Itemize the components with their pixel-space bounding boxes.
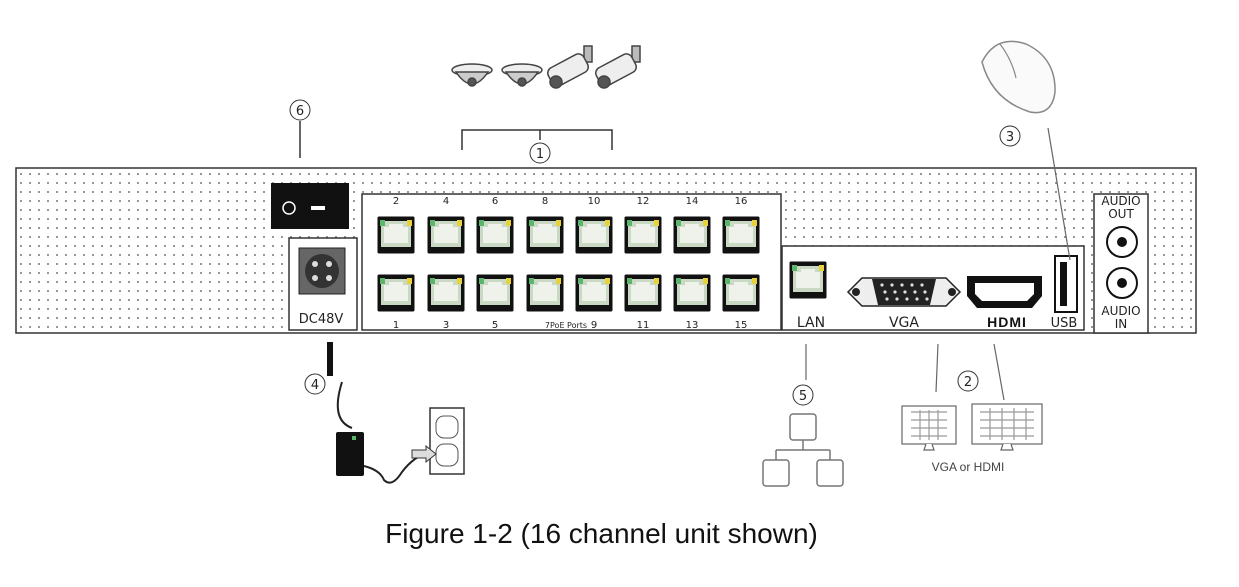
callout-1 — [529, 142, 551, 164]
poe-port-number: 4 — [443, 196, 449, 207]
poe-port-number: 16 — [735, 196, 748, 207]
poe-port — [427, 216, 465, 254]
poe-port-number: 1 — [393, 320, 399, 331]
poe-port — [722, 274, 760, 312]
poe-port — [476, 274, 514, 312]
poe-port-number: 13 — [686, 320, 699, 331]
poe-port-block — [361, 193, 782, 331]
callout-6-text: 6 — [296, 104, 304, 119]
callout-1-text: 1 — [536, 147, 544, 162]
poe-port — [377, 274, 415, 312]
dome-camera-icon — [451, 63, 493, 87]
poe-port-number: 10 — [588, 196, 601, 207]
usb-port — [1054, 255, 1078, 313]
poe-port-number: 14 — [686, 196, 699, 207]
callout-2-text: 2 — [964, 375, 972, 390]
power-adapter-icon — [336, 432, 431, 484]
hdmi-port — [967, 276, 1042, 308]
poe-port-number: 12 — [637, 196, 650, 207]
vga-port — [846, 277, 962, 307]
poe-port-number: 2 — [393, 196, 399, 207]
poe-port — [526, 274, 564, 312]
callout-3-text: 3 — [1006, 130, 1014, 145]
wall-outlet-icon — [411, 407, 465, 475]
audio-out-jack — [1106, 226, 1138, 258]
poe-port-number: 6 — [492, 196, 498, 207]
poe-port-number: 8 — [542, 196, 548, 207]
network-icon — [762, 413, 844, 487]
poe-port — [377, 216, 415, 254]
callout-5 — [792, 384, 814, 406]
power-cable — [336, 381, 353, 429]
callout-5-text: 5 — [799, 389, 807, 404]
poe-port — [476, 216, 514, 254]
poe-port — [722, 216, 760, 254]
figure-caption: Figure 1-2 (16 channel unit shown) — [385, 518, 818, 549]
poe-port-number: 5 — [492, 320, 498, 331]
dome-camera-icon — [501, 63, 543, 87]
dc48v-label: DC48V — [299, 312, 344, 327]
callout-6 — [289, 99, 311, 121]
poe-port-number: 3 — [443, 320, 449, 331]
poe-port — [575, 274, 613, 312]
camera-bracket — [461, 129, 613, 150]
callout-4 — [304, 373, 326, 395]
poe-port — [673, 216, 711, 254]
monitor-icon — [901, 405, 957, 451]
mouse-cable — [1047, 127, 1071, 261]
callout-3 — [999, 125, 1021, 147]
callout-4-text: 4 — [311, 378, 319, 393]
poe-port — [427, 274, 465, 312]
poe-port — [624, 274, 662, 312]
monitor-icon — [971, 403, 1043, 451]
poe-port — [673, 274, 711, 312]
hdmi-cable — [993, 343, 1005, 401]
vga-label: VGA — [889, 315, 919, 331]
poe-port-number: 15 — [735, 320, 748, 331]
poe-port-number: 11 — [637, 320, 650, 331]
audio-in-label-2: IN — [1115, 317, 1128, 331]
audio-out-label-1: AUDIO — [1101, 194, 1140, 208]
mouse-icon — [981, 40, 1056, 114]
audio-in-label-1: AUDIO — [1101, 304, 1140, 318]
monitor-label: VGA or HDMI — [932, 460, 1005, 474]
hdmi-label: HDMI — [987, 314, 1027, 330]
dc-power-jack — [288, 237, 358, 331]
power-switch — [271, 183, 349, 229]
lan-label: LAN — [797, 315, 825, 331]
callout-2 — [957, 370, 979, 392]
poe-port-number: 9 — [591, 320, 597, 331]
bullet-camera-icon — [547, 45, 593, 89]
audio-out-label-2: OUT — [1108, 207, 1134, 221]
power-plug — [327, 342, 333, 376]
poe-ports-label: 7PoE Ports — [545, 321, 587, 330]
lan-port — [789, 261, 827, 299]
poe-port — [575, 216, 613, 254]
usb-label: USB — [1051, 316, 1078, 331]
audio-in-jack — [1106, 267, 1138, 299]
poe-port — [624, 216, 662, 254]
audio-block — [1093, 193, 1149, 334]
poe-port — [526, 216, 564, 254]
vga-cable — [935, 343, 939, 393]
bullet-camera-icon — [595, 45, 641, 89]
